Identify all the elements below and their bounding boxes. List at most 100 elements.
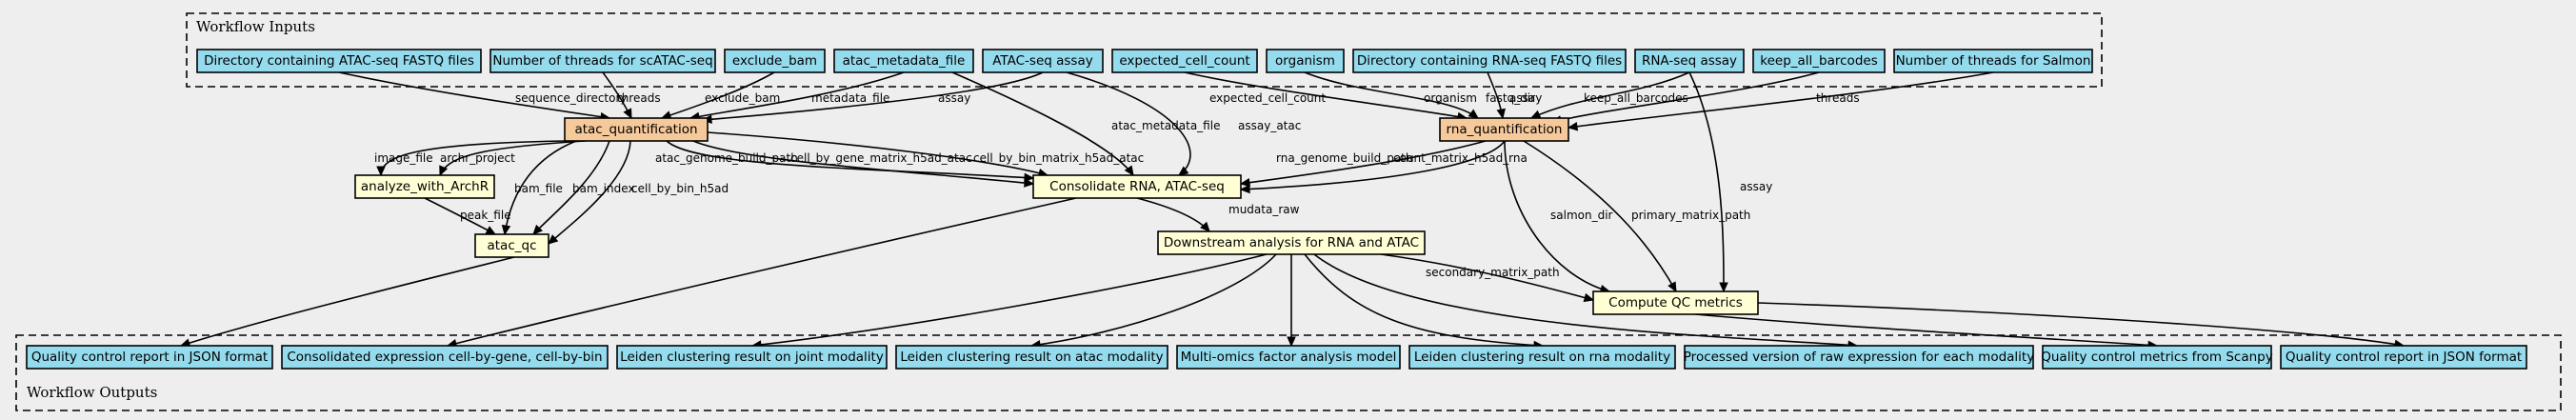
arrowhead [623, 108, 632, 120]
edge-line [751, 253, 1268, 347]
arrowhead [1719, 282, 1728, 293]
node-label: Leiden clustering result on joint modali… [620, 350, 884, 365]
node-box [1893, 49, 2093, 73]
edge-archr-to-atac-qc: peak_file [424, 197, 511, 235]
edge-rna-quant-to-qc-metrics: salmon_dir [1504, 140, 1613, 294]
edge-line [1240, 140, 1487, 185]
edge-label: assay [938, 91, 970, 105]
node-box [474, 233, 549, 258]
node-label: Number of threads for Salmon [1896, 53, 2091, 69]
node-box [1157, 230, 1426, 255]
edge-in-threads-atac-to-atac-quant: threads [602, 71, 661, 120]
arrowhead [1239, 184, 1250, 194]
node-box [354, 174, 495, 199]
node-atac-qc: atac_qc [474, 233, 549, 258]
node-box [982, 49, 1104, 73]
edge-in-organism-to-rna-quant: organism [1304, 71, 1479, 119]
edge-label: assay_atac [1238, 119, 1301, 132]
node-in-atac-assay: ATAC-seq assay [982, 49, 1104, 73]
node-out-leiden-rna: Leiden clustering result on rna modality [1408, 345, 1676, 370]
arrowhead [1200, 221, 1210, 232]
node-in-keep-barcodes: keep_all_barcodes [1752, 49, 1886, 73]
arrowhead [1024, 178, 1035, 188]
edge-label: cell_by_bin_h5ad [631, 182, 729, 195]
node-box [616, 345, 888, 370]
edge-line [1694, 313, 2158, 347]
edge-label: peak_file [460, 209, 511, 222]
edge-line [1551, 71, 1820, 123]
node-label: organism [1275, 53, 1335, 69]
edge-line [1066, 71, 1191, 176]
edge-label: assay [1509, 91, 1542, 105]
edge-label: keep_all_barcodes [1584, 91, 1688, 105]
edge-downstream-to-out-mofa [1287, 254, 1296, 348]
node-label: Consolidate RNA, ATAC-seq [1049, 179, 1225, 194]
edge-line [1523, 140, 1677, 292]
node-box [1752, 49, 1886, 73]
node-out-processed: Processed version of raw expression for … [1684, 345, 2034, 370]
edge-label: primary_matrix_path [1631, 209, 1750, 222]
node-box [489, 49, 716, 73]
node-label: atac_qc [487, 238, 536, 253]
edge-label: image_file [374, 151, 433, 165]
edge-label: atac_genome_build_path [655, 151, 798, 165]
node-archr: analyze_with_ArchR [354, 174, 495, 199]
edge-atac-quant-to-consolidate: cell_by_gene_matrix_h5ad_atac [692, 140, 1035, 188]
node-label: rna_quantification [1447, 122, 1563, 137]
edge-label: bam_file [514, 182, 563, 195]
node-label: Directory containing RNA-seq FASTQ files [1357, 53, 1622, 69]
node-downstream: Downstream analysis for RNA and ATAC [1157, 230, 1426, 255]
node-box [1111, 49, 1258, 73]
arrowhead [1667, 281, 1677, 293]
node-out-qc-json2: Quality control report in JSON format [2280, 345, 2527, 370]
node-box [1408, 345, 1676, 370]
edge-label: secondary_matrix_path [1426, 266, 1560, 279]
arrowhead [1496, 108, 1506, 120]
node-qc-metrics: Compute QC metrics [1592, 290, 1759, 315]
arrowhead [501, 224, 511, 236]
node-atac-quant: atac_quantification [564, 117, 709, 142]
node-in-exclude-bam: exclude_bam [724, 49, 826, 73]
node-box [281, 345, 609, 370]
arrowhead [1178, 166, 1189, 176]
edge-line [1688, 71, 1725, 292]
arrowhead [532, 224, 544, 235]
node-out-leiden-joint: Leiden clustering result on joint modali… [616, 345, 888, 370]
edge-label: archr_project [440, 151, 515, 165]
edge-line [1304, 253, 1544, 347]
edge-label: assay [1740, 180, 1772, 193]
node-box [2042, 345, 2272, 370]
node-label: analyze_with_ArchR [361, 179, 489, 194]
node-box [1266, 49, 1345, 73]
node-in-cell-count: expected_cell_count [1111, 49, 1258, 73]
edge-label: mudata_raw [1228, 203, 1300, 216]
node-box [833, 49, 974, 73]
edge-consolidate-to-downstream: mudata_raw [1136, 197, 1300, 232]
edge-line [180, 256, 515, 347]
edge-label: rna_genome_build_path [1276, 151, 1413, 165]
edge-in-atac-dir-to-atac-quant: sequence_directory [338, 71, 628, 122]
node-in-atac-meta: atac_metadata_file [833, 49, 974, 73]
edge-line [1568, 71, 1994, 129]
edge-label: bam_index [572, 182, 635, 195]
node-label: Directory containing ATAC-seq FASTQ file… [204, 53, 474, 69]
node-label: expected_cell_count [1119, 53, 1249, 69]
edge-label: cell_by_gene_matrix_h5ad_atac [790, 151, 972, 165]
edge-rna-quant-to-consolidate: count_matrix_h5ad_rna [1239, 140, 1528, 194]
edge-line [548, 140, 631, 245]
edge-in-atac-meta-to-consolidate: atac_metadata_file [951, 71, 1220, 177]
edge-atac-quant-to-archr: archr_project [439, 140, 587, 177]
edge-line [504, 140, 577, 235]
workflow-inputs-cluster [186, 12, 2103, 88]
edge-downstream-to-qc-metrics: secondary_matrix_path [1380, 253, 1595, 303]
node-label: Leiden clustering result on atac modalit… [900, 350, 1163, 365]
workflow-outputs-cluster [15, 334, 2562, 411]
node-box [1684, 345, 2034, 370]
arrowhead [1567, 121, 1579, 131]
edge-label: cell_by_bin_matrix_h5ad_atac [973, 151, 1144, 165]
edge-in-rna-assay-to-rna-quant: assay [1509, 71, 1690, 119]
node-label: RNA-seq assay [1642, 53, 1737, 69]
edge-line [1184, 71, 1468, 119]
edge-line [1240, 140, 1506, 190]
